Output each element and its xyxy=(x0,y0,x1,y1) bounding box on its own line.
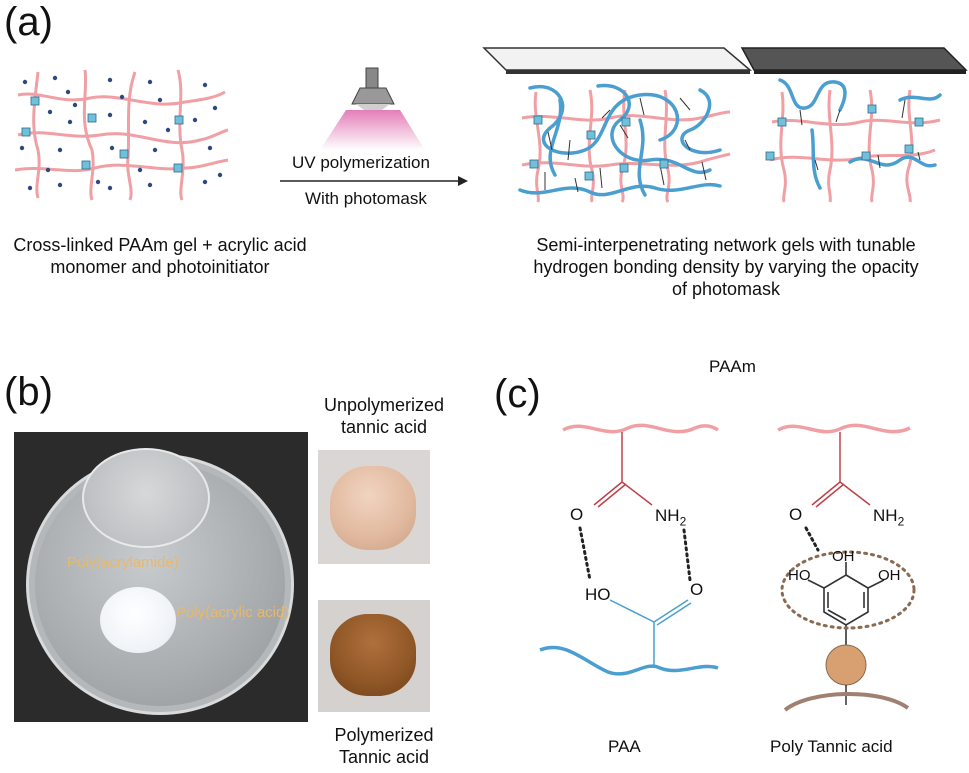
tannic-backbone xyxy=(783,692,910,712)
right-caption-line1: Semi-interpenetrating network gels with … xyxy=(536,235,916,255)
photomask-light xyxy=(482,47,753,74)
unpolymerized-line1: Unpolymerized xyxy=(323,395,445,415)
atom-ho-tannic: HO xyxy=(788,567,811,584)
monomer-dots xyxy=(19,75,223,191)
left-caption: Cross-linked PAAm gel + acrylic acid mon… xyxy=(0,234,320,278)
arrow-label-bottom: With photomask xyxy=(305,189,427,208)
unpolymerized-tannic-photo xyxy=(318,450,430,564)
arrow-label-top: UV polymerization xyxy=(292,153,430,172)
panel-a-label: (a) xyxy=(4,0,53,44)
paa-label: PAA xyxy=(608,737,641,756)
right-caption-line3: of photomask xyxy=(671,279,781,299)
polymerized-line2: Tannic acid xyxy=(338,747,430,767)
uv-lamp-icon xyxy=(320,67,425,150)
polymerized-line1: Polymerized xyxy=(334,725,434,745)
nh-subscript: 2 xyxy=(679,514,687,529)
paa-backbone xyxy=(539,645,719,676)
crosslinkers-left xyxy=(21,96,184,173)
dish-label-paam: Poly(acrylamide) xyxy=(67,554,179,571)
poly-tannic-acid-label: Poly Tannic acid xyxy=(770,737,893,756)
photomask-dark xyxy=(740,47,968,74)
panel-c-label: (c) xyxy=(494,372,541,416)
petri-dish-photo: Poly(acrylamide) Poly(acrylic acid) xyxy=(14,432,308,722)
hbond-lines-right-2 xyxy=(799,99,921,171)
hbond-dotted-left xyxy=(578,526,692,582)
paa-network-right-2 xyxy=(778,78,942,190)
tannic-bead xyxy=(825,644,867,686)
nh-text: NH xyxy=(655,506,680,525)
unpolymerized-caption: Unpolymerized tannic acid xyxy=(308,394,460,438)
atom-o-left: O xyxy=(570,505,584,524)
atom-nh2-right: NH2 xyxy=(873,506,904,528)
hbond-dotted-right xyxy=(804,526,820,552)
dish-label-paa: Poly(acrylic acid) xyxy=(176,604,290,621)
hbond-lines-right-1 xyxy=(544,97,707,193)
right-caption-line2: hydrogen bonding density by varying the … xyxy=(533,257,919,277)
paam-gel-disc xyxy=(82,448,210,548)
atom-oh-tannic-right: OH xyxy=(878,567,901,584)
paam-sidegroup-right xyxy=(811,432,871,508)
paam-label: PAAm xyxy=(709,357,756,376)
atom-oh-tannic-top: OH xyxy=(832,548,855,565)
nh-subscript-right: 2 xyxy=(897,514,905,529)
unpolymerized-line2: tannic acid xyxy=(340,417,428,437)
paam-backbone-left xyxy=(562,423,719,434)
paam-network-left xyxy=(14,69,229,201)
atom-nh2-left: NH2 xyxy=(655,506,686,528)
atom-o-right: O xyxy=(789,505,803,524)
paam-sidegroup-left xyxy=(593,432,653,508)
crosslinkers-right-2 xyxy=(765,104,924,161)
polymerized-tannic-photo xyxy=(318,600,430,712)
atom-o-paa: O xyxy=(690,580,704,599)
paa-gel-disc xyxy=(100,587,176,653)
atom-ho-paa: HO xyxy=(585,585,611,604)
tannic-dotted-ellipse xyxy=(780,550,916,630)
panel-b-label: (b) xyxy=(4,370,53,414)
nh-text-right: NH xyxy=(873,506,898,525)
unpolymerized-gel xyxy=(330,466,416,550)
paam-network-right-2 xyxy=(769,89,941,203)
paa-sidegroup xyxy=(609,599,692,668)
pyrogallol-ring xyxy=(807,562,885,645)
reaction-arrow xyxy=(280,176,468,186)
right-caption: Semi-interpenetrating network gels with … xyxy=(486,234,966,300)
polymerized-caption: Polymerized Tannic acid xyxy=(308,724,460,768)
polymerized-gel xyxy=(330,614,416,696)
paa-network-right-1 xyxy=(518,83,722,197)
paam-backbone-right xyxy=(777,423,911,434)
left-caption-line1: Cross-linked PAAm gel + acrylic acid xyxy=(13,235,307,255)
left-caption-line2: monomer and photoinitiator xyxy=(50,257,270,277)
crosslinkers-right-1 xyxy=(529,115,669,181)
